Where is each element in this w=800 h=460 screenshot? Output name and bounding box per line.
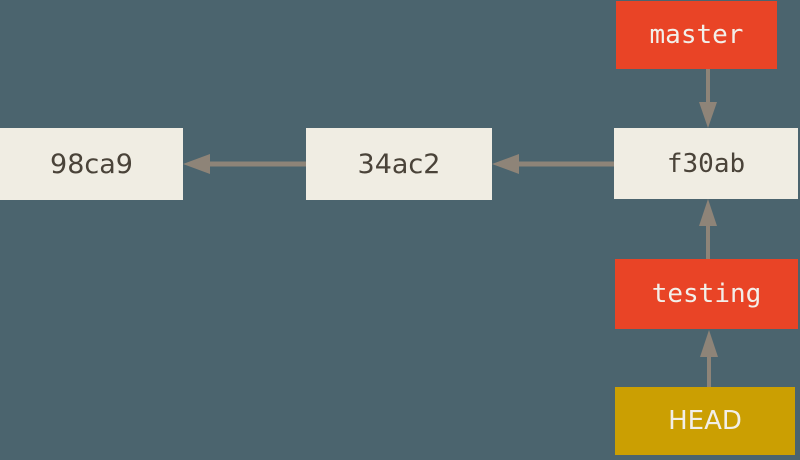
arrow-34ac2-to-98ca9 bbox=[183, 154, 306, 174]
head-name: HEAD bbox=[668, 406, 742, 436]
commit-id: 98ca9 bbox=[50, 148, 133, 180]
branch-label-testing: testing bbox=[615, 259, 798, 329]
arrow-master-to-f30ab bbox=[699, 69, 717, 128]
arrow-head-to-testing bbox=[700, 330, 718, 387]
arrow-testing-to-f30ab bbox=[699, 199, 717, 259]
commit-node-98ca9: 98ca9 bbox=[0, 128, 183, 200]
commit-id: 34ac2 bbox=[357, 148, 441, 180]
branch-name: master bbox=[649, 20, 744, 50]
arrow-f30ab-to-34ac2 bbox=[492, 154, 614, 174]
head-label: HEAD bbox=[615, 387, 795, 455]
branch-label-master: master bbox=[616, 1, 777, 69]
commit-node-34ac2: 34ac2 bbox=[306, 128, 492, 200]
commit-node-f30ab: f30ab bbox=[614, 128, 798, 199]
commit-id: f30ab bbox=[666, 148, 746, 179]
branch-name: testing bbox=[651, 279, 762, 309]
